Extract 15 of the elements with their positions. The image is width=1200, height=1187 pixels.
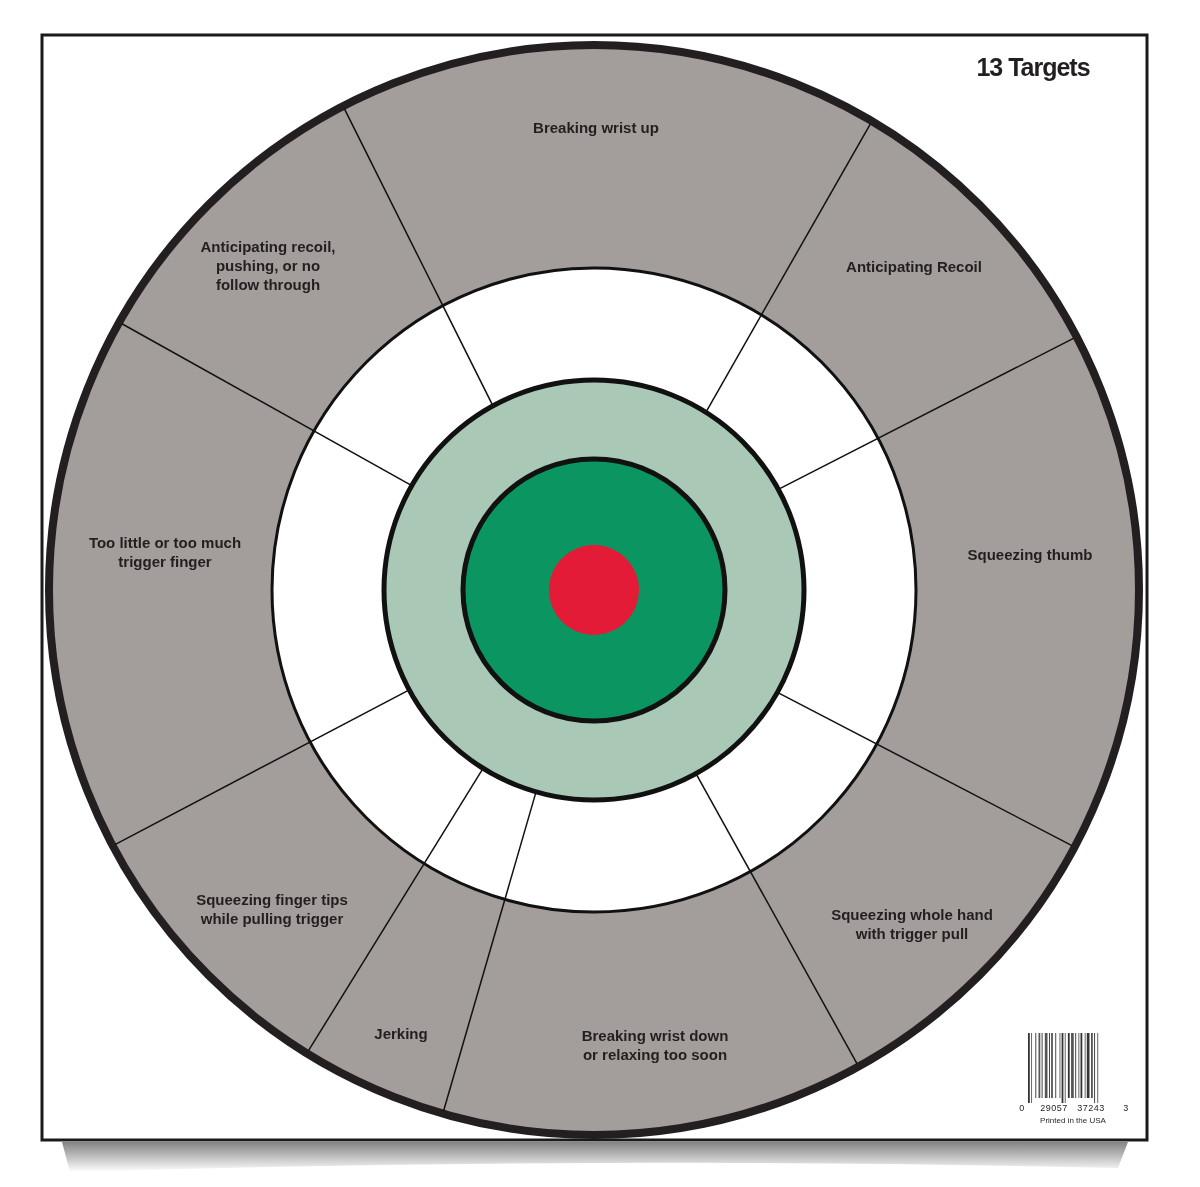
sector-label: Jerking [373, 1023, 429, 1043]
print-note: Printed in the USA [1040, 1117, 1106, 1125]
sector-label: Anticipating Recoil [845, 256, 983, 276]
barcode-digits: 29057 [1040, 1103, 1068, 1113]
sector-label: Squeezing finger tips while pulling trigger [195, 890, 349, 928]
barcode-digits: 37243 [1077, 1103, 1105, 1113]
target-count-label: 13 Targets [976, 54, 1090, 80]
sector-label: Breaking wrist up [532, 117, 660, 137]
barcode-digits: 0 [1019, 1103, 1025, 1113]
sector-label: Anticipating recoil, pushing, or no follow through [199, 236, 337, 294]
barcode-digits: 3 [1123, 1103, 1129, 1113]
sector-label: Too little or too much trigger finger [87, 533, 243, 571]
sector-label: Squeezing whole hand with trigger pull [830, 905, 994, 943]
sector-label: Squeezing thumb [966, 544, 1094, 564]
sector-label: Breaking wrist down or relaxing too soon [580, 1026, 730, 1064]
